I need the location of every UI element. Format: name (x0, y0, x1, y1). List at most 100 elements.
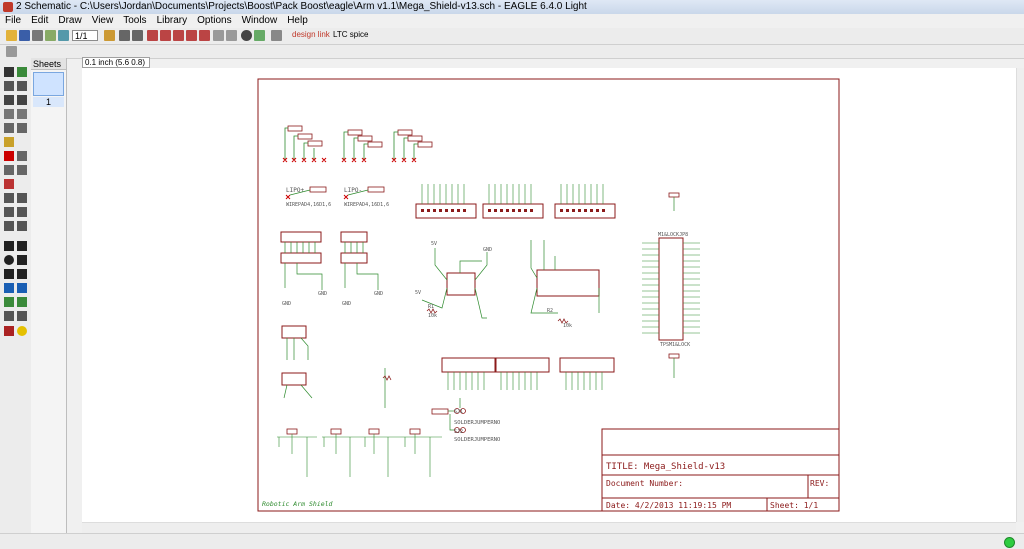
mark-icon[interactable] (17, 81, 27, 91)
circle-icon[interactable] (4, 255, 14, 265)
r1-value: 10k (428, 313, 437, 319)
title-block-doc-number: Document Number: (606, 479, 683, 488)
go-icon[interactable] (254, 30, 265, 41)
board-icon[interactable] (58, 30, 69, 41)
menu-window[interactable]: Window (241, 15, 278, 26)
zoom-select-icon[interactable] (199, 30, 210, 41)
horizontal-scrollbar[interactable] (82, 522, 1016, 533)
menu-draw[interactable]: Draw (58, 15, 82, 26)
ulp-icon[interactable] (119, 30, 130, 41)
command-icon[interactable] (271, 30, 282, 41)
ltc-spice-logo[interactable]: LTC spice (333, 30, 369, 39)
change-icon[interactable] (17, 123, 27, 133)
lipo-minus-label: LIPO- (344, 187, 362, 194)
title-bar: 2 Schematic - C:\Users\Jordan\Documents\… (0, 0, 1024, 15)
delete-icon[interactable] (4, 151, 14, 161)
coordinate-display: 0.1 inch (5.6 0.8) (82, 57, 150, 68)
eagle-app-icon (3, 2, 13, 12)
junction-icon[interactable] (4, 297, 14, 307)
split-icon[interactable] (4, 221, 14, 231)
net-icon[interactable] (17, 283, 27, 293)
gnd-label-1: GND (282, 301, 291, 307)
save-icon[interactable] (19, 30, 30, 41)
mega-header-bottom-label: TPSM1&LOCK (660, 342, 690, 348)
sheet-number[interactable]: 1 (33, 97, 64, 107)
open-icon[interactable] (6, 30, 17, 41)
drawing-frame (257, 78, 840, 512)
design-link-logo[interactable]: design link (292, 30, 330, 39)
menu-view[interactable]: View (91, 15, 114, 26)
sheets-panel: Sheets 1 (31, 58, 67, 533)
menu-library[interactable]: Library (156, 15, 188, 26)
redo-icon[interactable] (226, 30, 237, 41)
rect-icon[interactable] (4, 269, 14, 279)
display-icon[interactable] (4, 81, 14, 91)
value-icon[interactable] (17, 193, 27, 203)
5v-label-2: 5V (415, 290, 421, 296)
move-icon[interactable] (4, 95, 14, 105)
script-icon[interactable] (104, 30, 115, 41)
menu-edit[interactable]: Edit (31, 15, 49, 26)
gateswap-icon[interactable] (4, 179, 14, 189)
sheet-thumbnail[interactable] (33, 72, 64, 96)
title-block (601, 428, 840, 512)
zoom-out-icon[interactable] (173, 30, 184, 41)
replace-icon[interactable] (17, 165, 27, 175)
pinswap-icon[interactable] (4, 165, 14, 175)
gnd-label-3: GND (342, 301, 351, 307)
vertical-scrollbar[interactable] (1016, 68, 1024, 522)
group-icon[interactable] (4, 123, 14, 133)
stop-icon[interactable] (241, 30, 252, 41)
bus-icon[interactable] (4, 283, 14, 293)
zoom-fit-icon[interactable] (147, 30, 158, 41)
gnd-label-4: GND (374, 291, 383, 297)
menu-bar: File Edit Draw View Tools Library Options Windo… (0, 14, 1024, 29)
sj2-label: SJ2 (454, 429, 463, 435)
zoom-in-icon[interactable] (160, 30, 171, 41)
label-icon[interactable] (17, 297, 27, 307)
wire-icon[interactable] (4, 241, 14, 251)
mega-header-label: M1&LOCKJP8 (658, 232, 688, 238)
menu-help[interactable]: Help (287, 15, 308, 26)
sheet-select[interactable]: 1/1 (72, 30, 98, 41)
gnd-label-5: GND (483, 247, 492, 253)
info-icon[interactable] (4, 67, 14, 77)
r2-value: 10k (563, 323, 572, 329)
zoom-redraw-icon[interactable] (186, 30, 197, 41)
schematic-drawing: LIPO+ LIPO- WIREPAD4,16D1,6 WIREPAD4,16D… (257, 78, 840, 512)
smash-icon[interactable] (4, 207, 14, 217)
show-icon[interactable] (17, 67, 27, 77)
title-block-date: Date: 4/2/2013 11:19:15 PM (606, 501, 731, 510)
polygon-icon[interactable] (17, 269, 27, 279)
menu-file[interactable]: File (5, 15, 22, 26)
paste-icon[interactable] (4, 137, 14, 147)
miter-icon[interactable] (17, 207, 27, 217)
print-icon[interactable] (32, 30, 43, 41)
undo-icon[interactable] (213, 30, 224, 41)
attribute-icon[interactable] (4, 311, 14, 321)
copy-icon[interactable] (17, 95, 27, 105)
sheets-header: Sheets (31, 58, 66, 70)
wirepad-1-label: WIREPAD4,16D1,6 (286, 202, 331, 208)
run-icon[interactable] (132, 30, 143, 41)
menu-tools[interactable]: Tools (123, 15, 147, 26)
errors-icon[interactable] (17, 326, 27, 336)
add-icon[interactable] (17, 151, 27, 161)
wirepad-2-label: WIREPAD4,16D1,6 (344, 202, 389, 208)
main-toolbar: 1/1 design link LTC spice (0, 28, 1024, 45)
rotate-icon[interactable] (17, 109, 27, 119)
mirror-icon[interactable] (4, 109, 14, 119)
title-block-title: TITLE: Mega_Shield-v13 (606, 462, 725, 472)
command-toolbar (0, 58, 32, 533)
5v-label-1: 5V (431, 241, 437, 247)
cam-icon[interactable] (45, 30, 56, 41)
text-icon[interactable] (17, 241, 27, 251)
arc-icon[interactable] (17, 255, 27, 265)
invoke-icon[interactable] (17, 221, 27, 231)
erc-icon[interactable] (4, 326, 14, 336)
dimension-icon[interactable] (17, 311, 27, 321)
grid-icon[interactable] (6, 46, 17, 57)
schematic-canvas[interactable]: LIPO+ LIPO- WIREPAD4,16D1,6 WIREPAD4,16D… (82, 68, 1016, 522)
name-icon[interactable] (4, 193, 14, 203)
menu-options[interactable]: Options (197, 15, 232, 26)
